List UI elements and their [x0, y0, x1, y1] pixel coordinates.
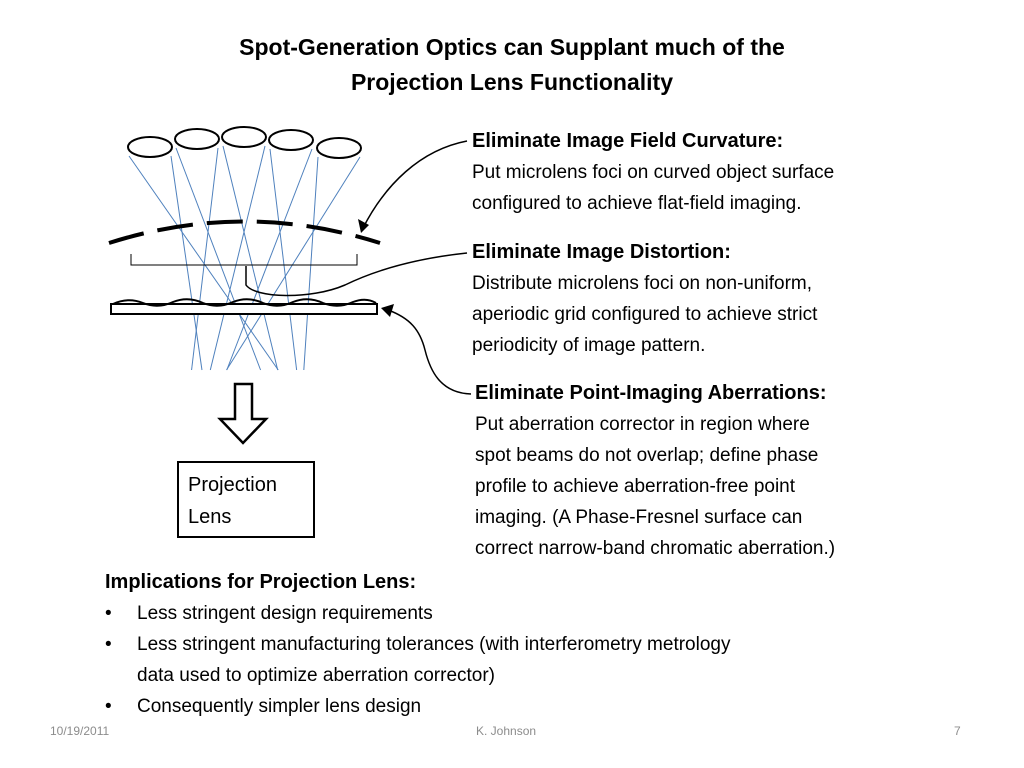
implications-item-text: data used to optimize aberration correct… — [137, 665, 496, 686]
implications-list-item: • Less stringent design requirements — [105, 598, 730, 629]
callout-field-curvature-heading: Eliminate Image Field Curvature: — [472, 130, 784, 152]
light-rays — [128, 145, 361, 371]
bullet-icon: • — [105, 696, 112, 717]
microlens — [268, 129, 314, 151]
callout-image-distortion-line: Distribute microlens foci on non-uniform… — [472, 273, 813, 294]
projection-lens-label-line-1: Projection — [188, 474, 277, 496]
implications-item-text: Less stringent design requirements — [137, 603, 433, 624]
implications-list: • Less stringent design requirements • L… — [105, 598, 730, 722]
footer-page-number: 7 — [954, 724, 961, 738]
callout-aberrations-line: Put aberration corrector in region where — [475, 414, 810, 435]
phase-profile-surface — [112, 298, 377, 307]
callout-aberrations-line: profile to achieve aberration-free point — [475, 476, 796, 497]
microlens — [221, 126, 267, 148]
implications-item-text: Less stringent manufacturing tolerances … — [137, 634, 731, 655]
microlens — [174, 128, 220, 150]
implications-list-item: • Less stringent manufacturing tolerance… — [105, 629, 730, 691]
distortion-pointer — [245, 252, 468, 297]
light-ray — [191, 147, 219, 371]
microlens — [127, 136, 173, 158]
aberrations-pointer — [387, 309, 472, 395]
callout-field-curvature-line: Put microlens foci on curved object surf… — [472, 162, 835, 183]
callout-aberrations-line: imaging. (A Phase-Fresnel surface can — [475, 507, 803, 528]
light-ray — [128, 155, 279, 371]
callout-image-distortion-line: aperiodic grid configured to achieve str… — [472, 304, 818, 325]
aberrations-pointer-arrowhead — [381, 304, 394, 317]
microlens-array — [127, 126, 362, 159]
bullet-icon: • — [105, 634, 112, 655]
callout-image-distortion-heading: Eliminate Image Distortion: — [472, 241, 731, 263]
projection-lens-label-line-2: Lens — [188, 506, 232, 528]
callout-field-curvature-line: configured to achieve flat-field imaging… — [472, 193, 802, 214]
curvature-pointer-arrowhead — [358, 219, 369, 233]
aberration-corrector-plate — [110, 303, 378, 315]
light-ray — [269, 148, 298, 371]
curvature-pointer — [362, 140, 468, 229]
light-ray — [226, 148, 313, 371]
light-ray — [175, 147, 262, 371]
region-bracket — [130, 254, 358, 266]
implications-list-item: • Consequently simpler lens design — [105, 691, 730, 722]
footer-date: 10/19/2011 — [50, 724, 110, 738]
callout-point-imaging-aberrations: Eliminate Point-Imaging Aberrations: Put… — [475, 378, 835, 564]
implications-section: Implications for Projection Lens: • Less… — [105, 567, 730, 722]
slide-title-line-2: Projection Lens Functionality — [350, 69, 674, 95]
callout-field-curvature: Eliminate Image Field Curvature: Put mic… — [472, 126, 834, 219]
implications-item-text: Consequently simpler lens design — [137, 696, 422, 717]
footer-author: K. Johnson — [476, 724, 537, 738]
projection-lens-box: Projection Lens — [177, 461, 315, 538]
callout-image-distortion: Eliminate Image Distortion: Distribute m… — [472, 237, 817, 361]
curved-focal-surface — [108, 219, 381, 245]
slide-title-line-1: Spot-Generation Optics can Supplant much… — [239, 34, 785, 60]
implications-heading: Implications for Projection Lens: — [105, 571, 417, 593]
callout-aberrations-heading: Eliminate Point-Imaging Aberrations: — [475, 382, 827, 404]
callout-aberrations-line: correct narrow-band chromatic aberration… — [475, 538, 836, 559]
down-arrow-icon — [217, 382, 269, 445]
light-ray — [222, 145, 279, 371]
slide-title: Spot-Generation Optics can Supplant much… — [0, 30, 1024, 100]
microlens — [316, 137, 362, 159]
light-ray — [226, 156, 361, 371]
light-ray — [209, 145, 266, 371]
callout-aberrations-line: spot beams do not overlap; define phase — [475, 445, 819, 466]
light-ray — [303, 156, 319, 371]
light-ray — [170, 155, 203, 371]
bullet-icon: • — [105, 603, 112, 624]
callout-image-distortion-line: periodicity of image pattern. — [472, 335, 706, 356]
